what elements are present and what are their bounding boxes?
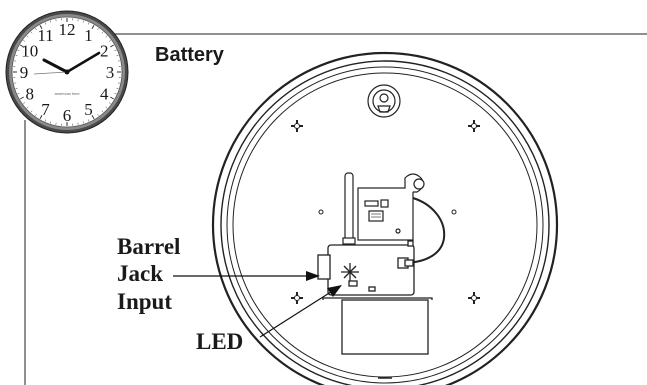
barrel-jack-label-line1: Barrel — [117, 234, 180, 259]
thumbnail-tick — [97, 113, 99, 116]
thumbnail-tick — [110, 44, 115, 48]
thumbnail-tick — [114, 92, 117, 95]
thumbnail-tick — [105, 106, 108, 109]
mounting-cross-top-left — [291, 120, 303, 132]
thumbnail-numeral: 5 — [84, 100, 93, 119]
thumbnail-tick — [30, 31, 33, 34]
thumbnail-numeral: 2 — [100, 42, 109, 61]
thumbnail-minute-hand — [65, 51, 101, 74]
thumbnail-numeral: 4 — [100, 85, 109, 104]
led-indicator — [341, 263, 359, 281]
thumbnail-tick — [15, 87, 18, 89]
hanger-keyhole — [367, 84, 401, 118]
thumbnail-tick — [101, 31, 104, 34]
thumbnail-tick — [26, 106, 29, 109]
barrel-jack-arrow — [173, 271, 320, 281]
thumbnail-tick — [44, 119, 47, 122]
thumbnail-hour-hand — [42, 58, 69, 74]
mounting-cross-bottom-right — [468, 292, 480, 304]
thumbnail-numeral: 9 — [20, 63, 29, 82]
thumbnail-tick-marks — [13, 18, 121, 126]
thumbnail-tick — [50, 20, 52, 23]
barrel-jack-label-line3: Input — [117, 289, 172, 314]
thumbnail-tick — [26, 35, 29, 38]
thumbnail-tick — [44, 22, 47, 25]
thumbnail-tick — [116, 55, 119, 57]
battery-pack — [322, 297, 433, 355]
thumbnail-tick — [105, 35, 108, 38]
thumbnail-tick — [23, 40, 26, 42]
thumbnail-tick — [110, 96, 115, 100]
thumbnail-tick — [15, 55, 18, 57]
thumbnail-numeral: 12 — [59, 20, 76, 39]
section-heading: Battery — [155, 44, 224, 66]
thumbnail-numeral: 10 — [21, 42, 38, 61]
thumbnail-tick — [35, 28, 37, 31]
thumbnail-tick — [35, 113, 37, 116]
thumbnail-tick — [50, 121, 52, 124]
thumbnail-tick — [39, 24, 43, 29]
thumbnail-tick — [87, 119, 90, 122]
clock-housing — [211, 51, 559, 385]
connector-wire — [405, 197, 446, 264]
thumbnail-tick — [108, 102, 111, 104]
thumbnail-tick — [82, 20, 84, 23]
thumbnail-tick — [82, 121, 84, 124]
thumbnail-tick — [19, 96, 24, 100]
thumbnail-tick — [101, 110, 104, 113]
thumbnail-numeral: 11 — [37, 26, 53, 45]
thumbnail-tick — [91, 115, 95, 120]
thumbnail-numeral: 7 — [41, 100, 50, 119]
barrel-jack-input-callout: Barrel Jack Input — [117, 234, 180, 314]
thumbnail-tick — [114, 49, 117, 52]
clock-movement — [357, 173, 425, 241]
thumbnail-tick — [19, 44, 24, 48]
thumbnail-tick — [39, 115, 43, 120]
thumbnail-tick — [17, 92, 20, 95]
thumbnail-numeral: 3 — [106, 63, 115, 82]
thumbnail-tick — [91, 24, 95, 29]
thumbnail-tick — [23, 102, 26, 104]
led-label: LED — [196, 329, 243, 354]
thumbnail-numeral: 8 — [26, 85, 35, 104]
thumbnail-numeral: 1 — [84, 26, 93, 45]
thumbnail-tick — [116, 87, 119, 89]
barrel-jack-label-line2: Jack — [117, 261, 163, 286]
antenna — [342, 172, 356, 245]
thumbnail-tick — [87, 22, 90, 25]
thumbnail-tick — [30, 110, 33, 113]
mounting-cross-bottom-left — [291, 292, 303, 304]
thumbnail-tick — [108, 40, 111, 42]
thumbnail-tick — [97, 28, 99, 31]
thumbnail-brand: american time — [54, 91, 80, 96]
led-arrow — [259, 285, 342, 338]
power-module — [317, 240, 415, 296]
thumbnail-tick — [17, 49, 20, 52]
thumbnail-numeral: 6 — [63, 106, 72, 125]
thumbnail-second-hand — [33, 71, 68, 75]
mounting-cross-top-right — [468, 120, 480, 132]
